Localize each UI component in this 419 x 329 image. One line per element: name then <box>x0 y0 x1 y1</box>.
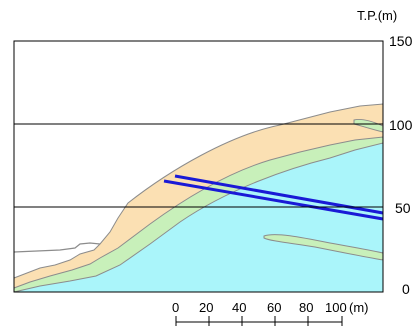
scale-tick-label: 0 <box>172 300 179 315</box>
y-tick-label: 50 <box>395 200 411 216</box>
y-tick-label: 100 <box>389 117 413 133</box>
y-axis-unit-label: T.P.(m) <box>357 8 397 23</box>
cyan-layer <box>13 142 384 293</box>
scale-tick-label: 60 <box>267 300 281 315</box>
scale-unit-label: (m) <box>349 300 369 315</box>
scale-bar: 0 20 40 60 80 100 (m) <box>172 300 369 326</box>
y-tick-label: 0 <box>402 281 410 297</box>
scale-tick-label: 80 <box>299 300 313 315</box>
grid <box>13 40 384 293</box>
ground-line-left <box>13 242 101 253</box>
scale-tick-label: 40 <box>232 300 246 315</box>
y-tick-label: 150 <box>389 33 413 49</box>
scale-tick-label: 20 <box>199 300 213 315</box>
scale-tick-label: 100 <box>325 300 347 315</box>
